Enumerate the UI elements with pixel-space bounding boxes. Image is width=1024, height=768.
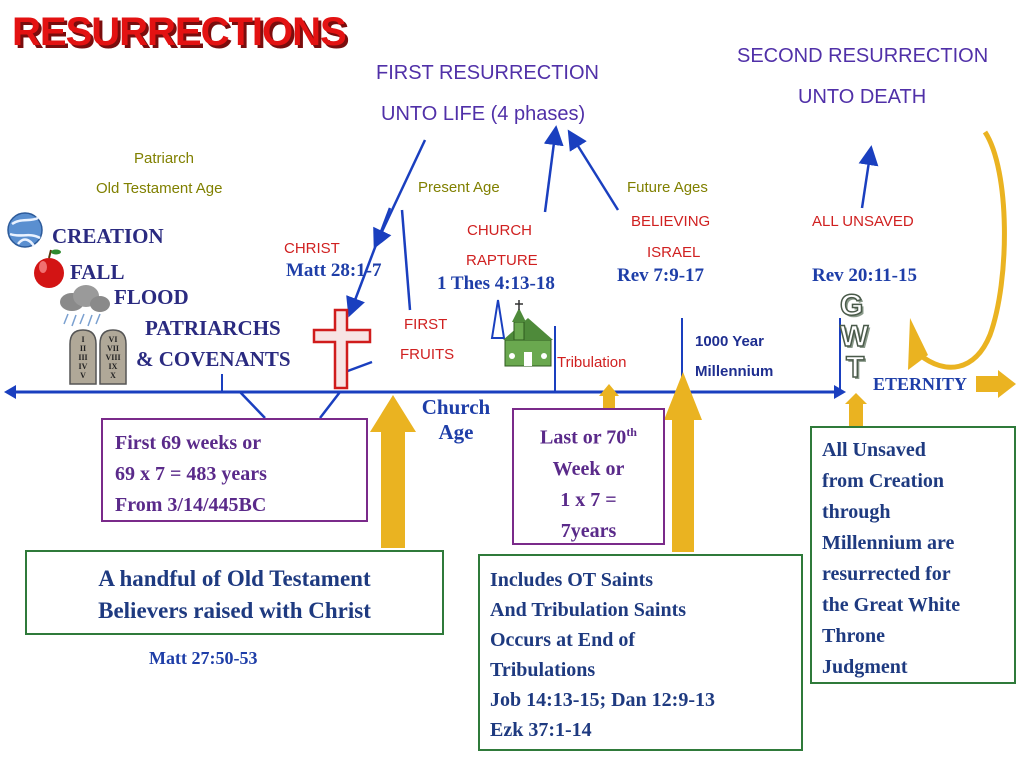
box-line: Week or bbox=[552, 457, 625, 480]
first-resurrection-heading: FIRST RESURRECTION bbox=[376, 62, 599, 84]
numeral: VIII bbox=[105, 353, 121, 362]
millennium-label-1: 1000 Year bbox=[695, 333, 764, 350]
creation-label: CREATION bbox=[52, 224, 164, 248]
seventieth-sup: th bbox=[626, 425, 637, 439]
handful-ref: Matt 27:50-53 bbox=[149, 648, 258, 668]
box-line: Millennium are bbox=[822, 532, 955, 554]
box-line: From 3/14/445BC bbox=[115, 494, 267, 516]
event-church-rapture-1: CHURCH bbox=[467, 222, 532, 239]
tribulation-label: Tribulation bbox=[557, 354, 627, 371]
box-line: And Tribulation Saints bbox=[490, 599, 687, 621]
box-line: resurrected for bbox=[822, 563, 951, 585]
box-line: 69 x 7 = 483 years bbox=[115, 463, 267, 485]
numeral: VII bbox=[106, 344, 119, 353]
tablet-right-numerals: VI VII VIII IX X bbox=[102, 335, 124, 380]
tablet-left-numerals: I II III IV V bbox=[72, 335, 94, 380]
fall-label: FALL bbox=[70, 260, 125, 284]
event-all-unsaved-ref: Rev 20:11-15 bbox=[812, 265, 918, 286]
seventieth-week-box: Last or 70th Week or 1 x 7 = 7years bbox=[512, 408, 665, 545]
numeral: II bbox=[79, 344, 87, 353]
box-line: A handful of Old Testament bbox=[98, 566, 371, 591]
curved-gold-arrow bbox=[908, 130, 1007, 370]
second-resurrection-subheading: UNTO DEATH bbox=[798, 86, 927, 108]
ot-saints-box: Includes OT Saints And Tribulation Saint… bbox=[478, 554, 803, 751]
event-christ-ref: Matt 28:1-7 bbox=[286, 260, 382, 281]
cross-icon bbox=[312, 308, 372, 390]
millennium-label-2: Millennium bbox=[695, 363, 774, 380]
event-church-rapture-2: RAPTURE bbox=[466, 252, 538, 269]
gold-arrows bbox=[370, 370, 1016, 552]
numeral: VI bbox=[108, 335, 118, 344]
church-icon bbox=[490, 299, 553, 367]
rain-cloud-icon bbox=[60, 285, 110, 327]
box-line: through bbox=[822, 501, 891, 523]
box-line: Job 14:13-15; Dan 12:9-13 bbox=[490, 689, 715, 711]
church-age-line1: Church bbox=[421, 395, 491, 419]
gwt-letter-g: G bbox=[839, 289, 864, 322]
age-label-old-testament: Old Testament Age bbox=[96, 180, 223, 197]
box-line: 7years bbox=[560, 519, 617, 542]
event-pointer-lines bbox=[239, 125, 879, 419]
handful-ot-believers-box: A handful of Old Testament Believers rai… bbox=[25, 550, 444, 635]
first-resurrection-subheading: UNTO LIFE (4 phases) bbox=[381, 103, 586, 125]
box-line: the Great White bbox=[822, 594, 961, 616]
globe-icon bbox=[7, 212, 43, 248]
box-line: Last or 70th bbox=[520, 417, 657, 454]
numeral: V bbox=[80, 371, 86, 380]
box-line: All Unsaved bbox=[822, 439, 926, 461]
event-church-rapture-ref: 1 Thes 4:13-18 bbox=[437, 273, 555, 294]
box-line: Judgment bbox=[822, 656, 908, 678]
numeral: X bbox=[110, 371, 116, 380]
age-label-present: Present Age bbox=[418, 179, 500, 196]
eternity-label: ETERNITY bbox=[873, 374, 968, 394]
event-all-unsaved: ALL UNSAVED bbox=[812, 213, 914, 230]
seventieth-text: Last or 70 bbox=[540, 426, 627, 449]
event-first-fruits-2: FRUITS bbox=[400, 346, 455, 363]
event-christ: CHRIST bbox=[284, 240, 340, 257]
box-line: Throne bbox=[822, 625, 885, 647]
first-69-weeks-box: First 69 weeks or 69 x 7 = 483 years Fro… bbox=[101, 418, 368, 522]
box-line: Tribulations bbox=[490, 659, 596, 681]
box-line: Ezk 37:1-14 bbox=[490, 719, 592, 741]
box-line: First 69 weeks or bbox=[115, 432, 262, 454]
patriarchs-label: PATRIARCHS bbox=[145, 316, 281, 340]
box-line: Believers raised with Christ bbox=[98, 598, 371, 623]
all-unsaved-box: All Unsaved from Creation through Millen… bbox=[810, 426, 1016, 684]
flood-label: FLOOD bbox=[114, 285, 189, 309]
gwt-letter-t: T bbox=[845, 351, 865, 384]
gwt-letters: G W T bbox=[838, 289, 882, 384]
age-label-patriarch: Patriarch bbox=[134, 150, 195, 167]
slide-title: RESURRECTIONS bbox=[12, 10, 347, 54]
numeral: IV bbox=[78, 362, 88, 371]
second-resurrection-heading: SECOND RESURRECTION bbox=[737, 45, 989, 67]
apple-icon bbox=[34, 249, 64, 288]
numeral: III bbox=[78, 353, 88, 362]
box-line: Occurs at End of bbox=[490, 629, 635, 651]
event-first-fruits-1: FIRST bbox=[404, 316, 448, 333]
numeral: I bbox=[81, 335, 85, 344]
event-believing-israel-1: BELIEVING bbox=[631, 213, 711, 230]
covenants-label: & COVENANTS bbox=[136, 347, 291, 371]
box-line: from Creation bbox=[822, 470, 945, 492]
event-believing-israel-2: ISRAEL bbox=[647, 244, 701, 261]
event-believing-israel-ref: Rev 7:9-17 bbox=[617, 265, 705, 286]
church-age-line2: Age bbox=[438, 420, 474, 444]
box-line: Includes OT Saints bbox=[490, 569, 654, 591]
commandment-tablets-icon bbox=[69, 329, 127, 385]
age-label-future: Future Ages bbox=[627, 179, 708, 196]
numeral: IX bbox=[108, 362, 118, 371]
church-age-label: Church Age bbox=[416, 395, 496, 445]
box-line: 1 x 7 = bbox=[560, 488, 617, 511]
gwt-letter-w: W bbox=[839, 320, 869, 353]
